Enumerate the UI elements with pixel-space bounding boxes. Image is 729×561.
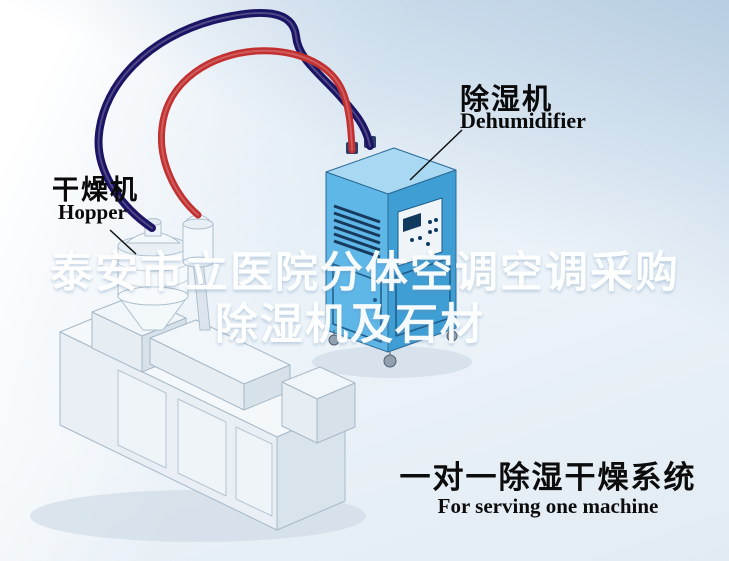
red-hose	[157, 47, 356, 219]
loader-bottom	[182, 256, 214, 268]
panel-display	[403, 213, 421, 232]
front-door-handle	[373, 298, 377, 302]
red-hose-highlight	[160, 49, 353, 216]
dehumidifier-pointer-line	[409, 129, 463, 181]
dryer-label-cn: 干燥机	[52, 175, 139, 205]
dehumidifier-label-en: Dehumidifier	[460, 108, 586, 133]
casters	[328, 328, 458, 368]
loader-body	[182, 223, 214, 263]
system-caption-cn: 一对一除湿干燥系统	[399, 460, 697, 495]
hopper-band-2	[117, 277, 189, 288]
panel-buttons	[410, 218, 438, 246]
control-panel	[397, 197, 443, 267]
pointer-lines	[109, 129, 463, 255]
watermark-line-1: 泰安市立医院分体空调空调采购	[50, 249, 680, 297]
loader-rim	[182, 218, 214, 230]
machine-panel-2	[177, 398, 227, 497]
side-door-outline	[395, 257, 451, 337]
dryer-label-en: Hopper	[58, 200, 127, 224]
machine-panel-1	[117, 369, 167, 469]
hopper-dryer	[117, 214, 214, 331]
blue-hose	[94, 8, 374, 232]
watermark-line-2: 除湿机及石材	[215, 301, 485, 349]
front-door-outline	[332, 263, 382, 343]
dehumidifier-label-cn: 除湿机	[460, 84, 554, 116]
dehumidifier-cabinet	[325, 136, 458, 368]
hoses	[94, 8, 374, 232]
hopper-band-1	[117, 261, 189, 272]
machine-panel-3	[235, 426, 273, 517]
diehead-side	[316, 382, 356, 444]
extruder-machine	[59, 294, 356, 531]
blue-hose-highlight	[97, 11, 371, 229]
vent-grille	[333, 204, 381, 259]
hopper-pointer-line	[109, 229, 137, 255]
system-caption-en: For serving one machine	[437, 494, 659, 518]
